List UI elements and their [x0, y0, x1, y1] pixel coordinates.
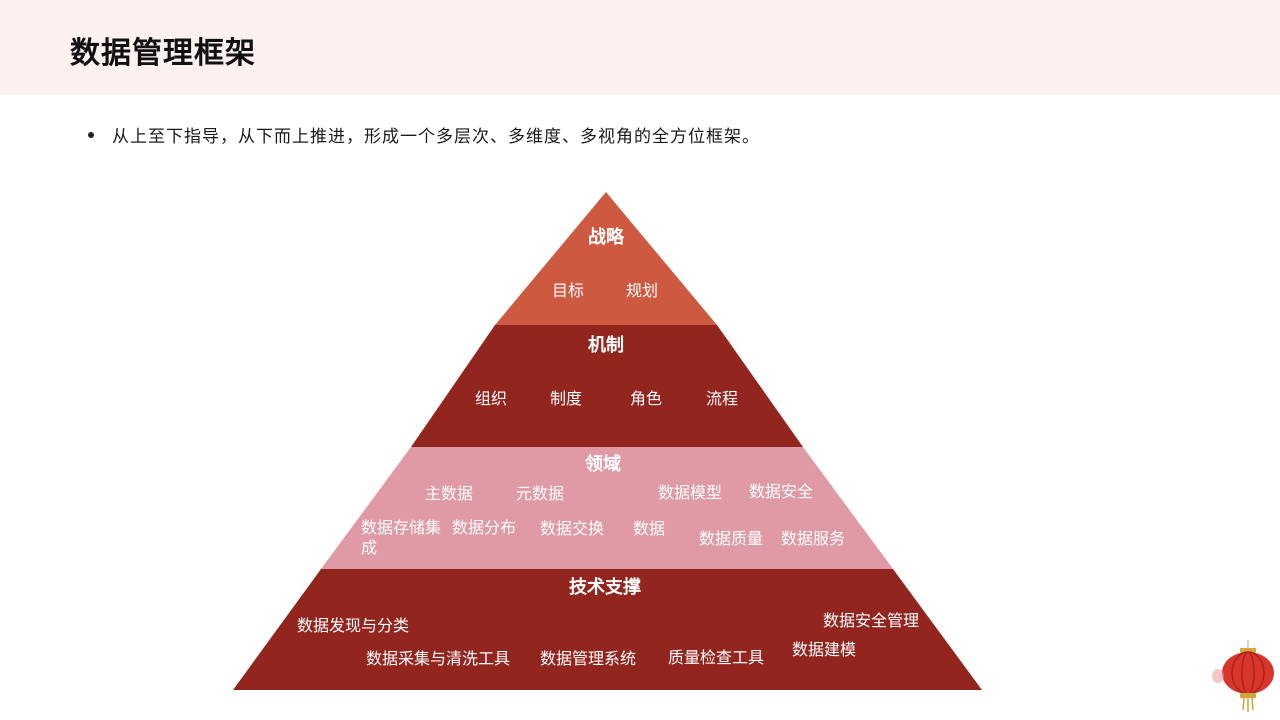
bullet-point: 从上至下指导，从下而上推进，形成一个多层次、多维度、多视角的全方位框架。	[88, 122, 760, 147]
chinese-lantern-icon	[1212, 640, 1274, 712]
tier-tech-item: 数据安全管理	[823, 611, 920, 630]
tier-mechanism-item: 组织	[475, 389, 508, 408]
tier-mechanism-item: 角色	[630, 389, 663, 408]
tier-domain-title: 领域	[585, 454, 621, 475]
tier-domain-item: 数据交换	[540, 519, 605, 538]
tier-strategy-item: 规划	[626, 281, 659, 300]
bullet-dot-icon	[88, 132, 94, 138]
tier-strategy-title: 战略	[588, 227, 624, 248]
tier-domain-item: 数据存储集成	[361, 518, 442, 557]
tier-tech-item: 数据建模	[792, 640, 857, 659]
bullet-text: 从上至下指导，从下而上推进，形成一个多层次、多维度、多视角的全方位框架。	[112, 127, 760, 147]
tier-mechanism-shape	[411, 325, 803, 447]
tier-tech-item: 数据发现与分类	[297, 616, 410, 635]
tier-tech-item: 数据管理系统	[540, 649, 637, 668]
tier-domain-item: 数据安全	[749, 482, 814, 501]
tier-mechanism-item: 制度	[550, 389, 583, 408]
tier-tech-item: 质量检查工具	[668, 648, 765, 667]
tier-strategy-shape	[495, 192, 717, 325]
tier-domain-item: 数据服务	[781, 529, 846, 548]
tier-mechanism-title: 机制	[588, 335, 624, 356]
tier-tech-shape	[233, 569, 982, 690]
tier-domain-item: 元数据	[516, 484, 565, 503]
tier-domain-item: 数据模型	[658, 483, 723, 502]
tier-strategy-item: 目标	[552, 281, 585, 300]
page-title: 数据管理框架	[70, 36, 256, 71]
tier-domain-shape	[321, 447, 893, 569]
tier-domain-item: 数据质量	[699, 529, 764, 548]
tier-domain-item: 主数据	[425, 484, 474, 503]
tier-tech-title: 技术支撑	[569, 577, 641, 598]
tier-tech-item: 数据采集与清洗工具	[366, 649, 511, 668]
tier-domain-item: 数据	[633, 519, 666, 538]
tier-mechanism-item: 流程	[706, 389, 739, 408]
tier-domain-item: 数据分布	[452, 518, 517, 537]
header-band	[0, 0, 1280, 95]
